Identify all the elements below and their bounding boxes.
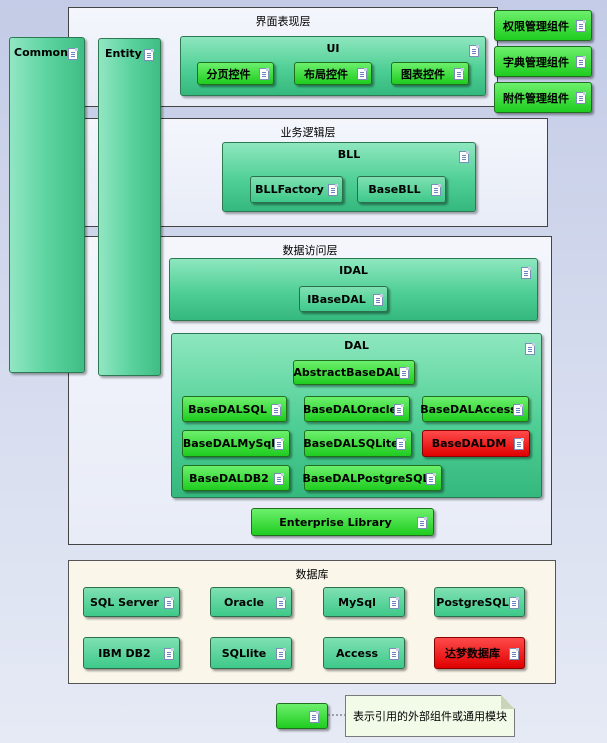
document-icon [417, 517, 427, 529]
legend-note-fold [501, 695, 515, 709]
db-mysql[interactable]: MySql [323, 587, 405, 617]
db-ibmdb2[interactable]: IBM DB2 [83, 637, 180, 669]
db-oracle[interactable]: Oracle [210, 587, 292, 617]
bll-component-basebll[interactable]: BaseBLL [357, 176, 446, 203]
legend-note: 表示引用的外部组件或通用模块 [345, 695, 515, 737]
document-icon [426, 473, 436, 485]
dal-component-sql[interactable]: BaseDALSQL [182, 396, 287, 422]
document-icon [259, 68, 269, 80]
document-icon [396, 438, 406, 450]
ui-component-layout[interactable]: 布局控件 [294, 62, 372, 85]
ui-component-paging[interactable]: 分页控件 [197, 62, 274, 85]
document-icon [469, 45, 479, 57]
idal-component-ibasedal[interactable]: IBaseDAL [299, 286, 388, 312]
dal-package-title: DAL [344, 339, 369, 352]
document-icon [514, 438, 524, 450]
dal-component-abstract[interactable]: AbstractBaseDAL [293, 360, 415, 385]
dal-component-sqlite[interactable]: BaseDALSQLite [303, 430, 412, 457]
document-icon [271, 404, 281, 416]
document-icon [164, 648, 174, 660]
right-component-attachment[interactable]: 附件管理组件 [494, 82, 592, 113]
data-access-layer-title: 数据访问层 [282, 244, 338, 257]
document-icon [576, 20, 586, 32]
db-sqllite[interactable]: SQLlite [210, 637, 292, 669]
document-icon [513, 404, 523, 416]
document-icon [276, 597, 286, 609]
legend-sample-component [276, 703, 328, 729]
dal-component-access[interactable]: BaseDALAccess [420, 396, 529, 422]
ui-component-chart[interactable]: 图表控件 [391, 62, 469, 85]
document-icon [274, 438, 284, 450]
ui-package-title: UI [326, 42, 340, 55]
document-icon [454, 68, 464, 80]
document-icon [274, 473, 284, 485]
idal-package-title: IDAL [339, 264, 368, 277]
document-icon [389, 648, 399, 660]
enterprise-library[interactable]: Enterprise Library [251, 508, 434, 536]
business-layer-title: 业务逻辑层 [280, 126, 336, 139]
db-dameng[interactable]: 达梦数据库 [434, 637, 525, 669]
entity-package[interactable]: Entity [98, 38, 161, 376]
bll-package-title: BLL [337, 148, 361, 161]
dal-component-oracle[interactable]: BaseDALOracle [303, 396, 410, 422]
document-icon [521, 267, 531, 279]
commons-package[interactable]: Commons [9, 37, 85, 373]
dal-component-db2[interactable]: BaseDALDB2 [182, 465, 290, 491]
document-icon [357, 68, 367, 80]
right-component-dictionary[interactable]: 字典管理组件 [494, 46, 592, 77]
document-icon [576, 56, 586, 68]
presentation-layer-title: 界面表现层 [255, 15, 311, 28]
document-icon [431, 184, 441, 196]
database-layer-title: 数据库 [295, 568, 329, 581]
document-icon [276, 648, 286, 660]
document-icon [394, 404, 404, 416]
dal-component-postgresql[interactable]: BaseDALPostgreSQL [303, 465, 442, 491]
document-icon [525, 343, 535, 355]
db-sqlserver[interactable]: SQL Server [83, 587, 180, 617]
document-icon [309, 711, 319, 723]
document-icon [328, 184, 338, 196]
document-icon [389, 597, 399, 609]
bll-component-factory[interactable]: BLLFactory [250, 176, 343, 203]
document-icon [144, 49, 154, 61]
entity-title: Entity [105, 47, 142, 60]
document-icon [509, 648, 519, 660]
legend-connector [328, 714, 345, 716]
db-postgresql[interactable]: PostgreSQL [434, 587, 525, 617]
document-icon [68, 48, 78, 60]
db-access[interactable]: Access [323, 637, 405, 669]
document-icon [576, 92, 586, 104]
dal-component-dm[interactable]: BaseDALDM [422, 430, 530, 457]
document-icon [164, 597, 174, 609]
dal-component-mysql[interactable]: BaseDALMySql [182, 430, 290, 457]
commons-title: Commons [14, 46, 75, 59]
document-icon [459, 151, 469, 163]
document-icon [399, 367, 409, 379]
right-component-permission[interactable]: 权限管理组件 [494, 10, 592, 41]
document-icon [373, 294, 383, 306]
document-icon [509, 597, 519, 609]
